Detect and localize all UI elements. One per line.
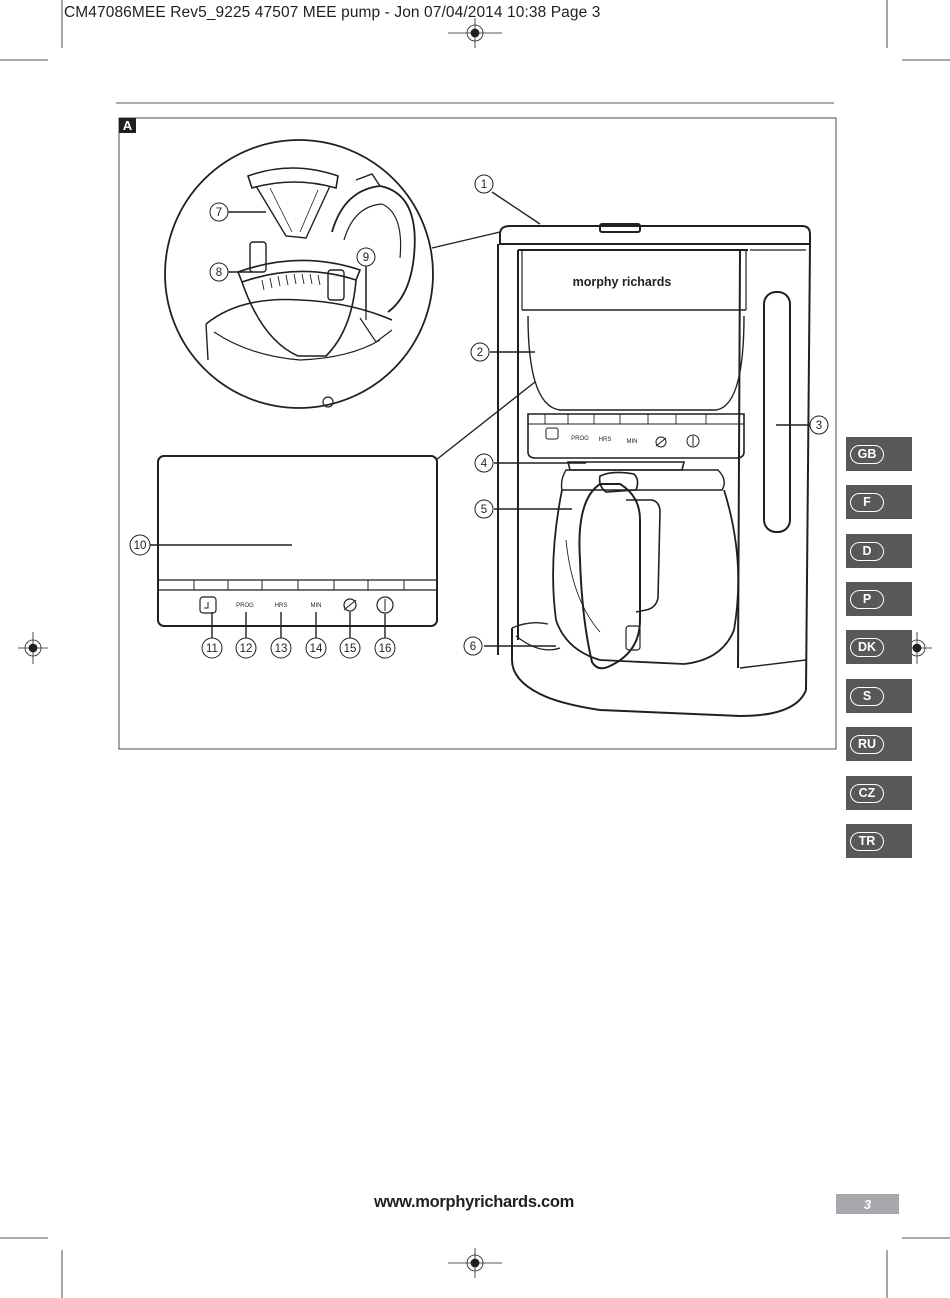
leader-lines [150,191,810,647]
language-tab-dk[interactable]: DK [846,630,912,664]
callout-8: 8 [209,262,229,282]
svg-text:1: 1 [481,179,487,191]
svg-text:10: 10 [134,540,147,552]
language-tab-label: TR [850,832,884,851]
callout-1: 1 [474,174,494,194]
language-tab-p[interactable]: P [846,582,912,616]
language-tab-cz[interactable]: CZ [846,776,912,810]
callout-4: 4 [474,453,494,473]
registration-mark-left [18,632,48,664]
language-tab-label: F [850,493,884,512]
panel-prog-label: PROG [236,603,254,609]
callout-16: 16 [374,637,396,659]
language-tab-label: DK [850,638,884,657]
registration-mark-top [448,18,502,48]
callout-2: 2 [470,342,490,362]
callout-13: 13 [270,637,292,659]
svg-text:3: 3 [816,420,822,432]
svg-text:13: 13 [275,643,288,655]
callout-12: 12 [235,637,257,659]
panel-hrs-label: HRS [275,603,288,609]
callout-14: 14 [305,637,327,659]
svg-text:15: 15 [344,643,357,655]
figure-frame [118,117,837,750]
svg-text:6: 6 [470,641,476,653]
callout-15: 15 [339,637,361,659]
print-slug: CM47086MEE Rev5_9225 47507 MEE pump - Jo… [64,4,601,21]
svg-text:14: 14 [310,643,323,655]
language-tab-label: S [850,687,884,706]
figure-label: A [123,118,133,133]
callout-7: 7 [209,202,229,222]
language-tab-f[interactable]: F [846,485,912,519]
callout-5: 5 [474,499,494,519]
coffee-maker-illustration [497,223,811,718]
language-tab-d[interactable]: D [846,534,912,568]
svg-text:9: 9 [363,252,369,264]
svg-text:5: 5 [481,504,487,516]
callout-11: 11 [201,637,223,659]
svg-text:8: 8 [216,267,222,279]
panel-min-label: MIN [311,603,322,609]
svg-text:4: 4 [481,458,488,470]
callout-9: 9 [356,247,376,267]
page-number: 3 [863,1197,872,1212]
callout-3: 3 [809,415,829,435]
svg-text:7: 7 [216,207,222,219]
language-tab-label: CZ [850,784,884,803]
language-tab-label: GB [850,445,884,464]
svg-text:11: 11 [206,643,218,655]
brand-logo: morphy richards [573,275,672,289]
language-tab-label: RU [850,735,884,754]
language-tab-gb[interactable]: GB [846,437,912,471]
language-tab-label: D [850,542,884,561]
callout-10: 10 [129,534,151,556]
page-number-box: 3 [836,1194,899,1214]
svg-text:12: 12 [240,643,253,655]
machine-min-label: MIN [627,439,638,445]
language-tab-tr[interactable]: TR [846,824,912,858]
figure-label-box [119,118,136,133]
control-panel-detail [157,381,536,627]
machine-hrs-label: HRS [599,437,612,443]
machine-prog-label: PROG [571,436,589,442]
language-tab-ru[interactable]: RU [846,727,912,761]
callout-6: 6 [463,636,483,656]
website-link[interactable]: www.morphyrichards.com [374,1193,575,1211]
language-tab-label: P [850,590,884,609]
svg-text:16: 16 [379,643,392,655]
language-tab-s[interactable]: S [846,679,912,713]
registration-mark-bottom [448,1248,502,1278]
svg-text:2: 2 [477,347,483,359]
